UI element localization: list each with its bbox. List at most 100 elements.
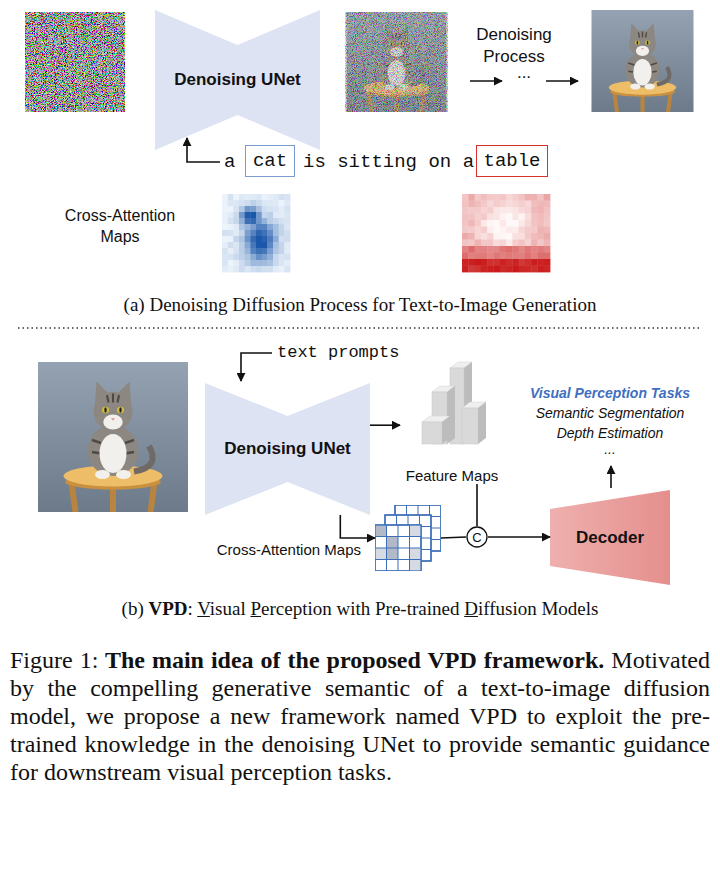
heat-cell	[279, 206, 285, 212]
heat-cell	[481, 266, 488, 273]
heat-cell	[537, 227, 544, 234]
heat-cell	[250, 248, 256, 254]
heat-cell	[537, 194, 544, 201]
heat-cell	[239, 206, 245, 212]
heat-cell	[273, 212, 279, 218]
heat-cell	[222, 260, 228, 266]
heat-cell	[537, 246, 544, 253]
heat-cell	[233, 230, 239, 236]
label-text: (a) Denoising Diffusion Process for Text…	[0, 292, 720, 318]
unet-block: Denoising UNet	[205, 383, 370, 515]
heat-cell	[512, 207, 519, 214]
heat-cell	[537, 214, 544, 221]
heat-cell	[537, 220, 544, 227]
heat-cell	[284, 230, 290, 236]
heat-cell	[500, 194, 507, 201]
heat-cell	[262, 206, 268, 212]
heat-cell	[500, 266, 507, 273]
heat-cell	[525, 201, 532, 208]
label-text: (b) VPD: Visual Perception with Pre-trai…	[0, 596, 720, 622]
attention-maps-shape	[375, 505, 441, 571]
heat-cell	[273, 254, 279, 260]
heat-cell	[239, 218, 245, 224]
heat-cell	[284, 212, 290, 218]
emphasis: VPD	[148, 598, 187, 619]
heat-cell	[481, 227, 488, 234]
heat-cell	[279, 200, 285, 206]
heat-cell	[239, 242, 245, 248]
heat-cell	[273, 218, 279, 224]
heat-cell	[500, 214, 507, 221]
heat-cell	[239, 212, 245, 218]
heat-cell	[262, 218, 268, 224]
label-text: text prompts	[277, 342, 399, 364]
heat-cell	[500, 207, 507, 214]
heat-cell	[468, 266, 475, 273]
heat-cell	[500, 220, 507, 227]
heat-cell	[462, 266, 469, 273]
heat-cell	[239, 248, 245, 254]
heat-cell	[512, 220, 519, 227]
heat-cell	[531, 207, 538, 214]
heat-cell	[239, 266, 245, 272]
heat-cell	[222, 206, 228, 212]
heat-cell	[267, 236, 273, 242]
heat-cell	[284, 194, 290, 200]
node-text: cat	[253, 149, 287, 173]
heat-cell	[544, 194, 551, 201]
clean-cat-image	[592, 10, 694, 112]
heat-cell	[544, 207, 551, 214]
process-arrow	[546, 80, 578, 82]
table-attention-map	[462, 194, 550, 272]
heat-cell	[239, 224, 245, 230]
heat-cell	[262, 200, 268, 206]
heat-cell	[512, 214, 519, 221]
heat-cell	[233, 236, 239, 242]
heat-cell	[475, 207, 482, 214]
heat-cell	[512, 227, 519, 234]
heat-cell	[233, 260, 239, 266]
heat-cell	[487, 207, 494, 214]
heat-cell	[245, 224, 251, 230]
heat-cell	[250, 236, 256, 242]
heat-cell	[519, 214, 526, 221]
heat-cell	[500, 233, 507, 240]
heat-cell	[256, 248, 262, 254]
heat-cell	[506, 253, 513, 260]
heat-cell	[262, 230, 268, 236]
heat-cell	[481, 201, 488, 208]
heat-cell	[462, 240, 469, 247]
heat-cell	[519, 194, 526, 201]
heat-cell	[222, 212, 228, 218]
heat-cell	[475, 194, 482, 201]
process-arrow	[470, 80, 502, 82]
heat-cell	[468, 201, 475, 208]
heat-cell	[245, 230, 251, 236]
heat-cell	[267, 206, 273, 212]
heat-cell	[245, 218, 251, 224]
heat-cell	[262, 212, 268, 218]
heat-cell	[537, 233, 544, 240]
heat-cell	[279, 218, 285, 224]
heat-cell	[531, 266, 538, 273]
heat-cell	[233, 248, 239, 254]
label-text: ...	[504, 62, 544, 84]
heat-cell	[487, 259, 494, 266]
heat-cell	[228, 212, 234, 218]
unet-block: Denoising UNet	[155, 10, 320, 150]
attention-grid	[375, 525, 421, 571]
decoder-shape	[550, 490, 670, 585]
heat-cell	[525, 220, 532, 227]
heat-cell	[262, 266, 268, 272]
heat-cell	[250, 212, 256, 218]
unet-shape	[205, 383, 370, 515]
heat-cell	[531, 233, 538, 240]
noise-image	[25, 12, 125, 112]
noise-image	[25, 12, 125, 112]
heat-cell	[512, 194, 519, 201]
heat-cell	[531, 214, 538, 221]
label-text: ...	[515, 440, 705, 458]
heat-cell	[468, 214, 475, 221]
heat-cell	[525, 259, 532, 266]
